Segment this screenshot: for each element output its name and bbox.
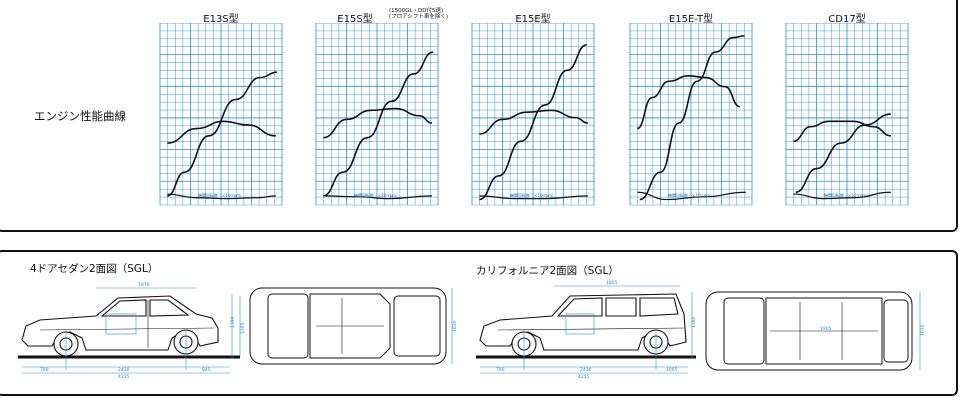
engine-chart-5-curvyPower-curve bbox=[795, 113, 891, 194]
wagon-overall-length: 4255 bbox=[578, 374, 590, 380]
sedan-wheelbase: 2430 bbox=[118, 367, 130, 373]
engine-chart-2-xaxis-label: 機関回転数（×10²rpm） bbox=[353, 193, 401, 198]
engine-chart-1-xaxis-label: 機関回転数（×10²rpm） bbox=[197, 193, 245, 198]
wagon-rear-overhang: 1065 bbox=[666, 367, 678, 373]
wagon-drawing-title: カリフォルニア2面図（SGL） bbox=[476, 265, 619, 277]
engine-chart-5-torque-curve bbox=[793, 120, 892, 143]
engine-chart-2-note-line: (フロアシフト車を除く) bbox=[389, 14, 449, 20]
engine-chart-2-curvyPower-curve bbox=[323, 51, 434, 197]
engine-chart-4-curvyPower-curve bbox=[639, 34, 745, 201]
engine-chart-5 bbox=[785, 23, 909, 206]
engine-chart-5-low-curve bbox=[793, 191, 891, 200]
engine-chart-4-torque-curve bbox=[636, 74, 741, 130]
sedan-top-view bbox=[249, 287, 447, 365]
wagon-width: 1630 bbox=[920, 324, 926, 336]
engine-chart-5-title: CD17型 bbox=[828, 14, 866, 25]
sedan-front-overhang: 780 bbox=[40, 367, 49, 373]
sedan-width: 1630 bbox=[452, 320, 458, 332]
engine-chart-2-title: E15S型 bbox=[337, 14, 373, 25]
wagon-dimension-lines bbox=[480, 285, 693, 374]
sedan-cabin-length: 1870 bbox=[138, 282, 150, 288]
engine-chart-3-xaxis-label: 機関回転数（×10²rpm） bbox=[509, 193, 557, 198]
engine-chart-3-title: E15E型 bbox=[515, 14, 551, 25]
sedan-rear-overhang: 845 bbox=[202, 367, 211, 373]
engine-chart-4 bbox=[629, 23, 753, 206]
engine-chart-1-torque-curve bbox=[167, 120, 276, 144]
engine-chart-1 bbox=[159, 23, 283, 206]
engine-chart-1-low-curve bbox=[167, 193, 276, 200]
engine-chart-3-low-curve bbox=[479, 195, 588, 200]
sedan-top-dims: 1630 1395 bbox=[239, 288, 458, 364]
engine-chart-1-title: E13S型 bbox=[203, 14, 239, 25]
wagon-height: 1380 bbox=[691, 316, 697, 328]
engine-chart-2 bbox=[315, 23, 439, 206]
sedan-height: 1390 bbox=[230, 316, 236, 328]
sedan-drawing-title: 4ドアセダン2面図（SGL） bbox=[30, 263, 159, 275]
engine-chart-3 bbox=[471, 23, 595, 206]
engine-chart-4-title: E15E-T型 bbox=[668, 14, 714, 25]
wagon-drawings: 780 2430 1065 4255 1805 1380 1630 1905 bbox=[476, 280, 926, 380]
engine-chart-1-curvyPower-curve bbox=[167, 71, 278, 197]
sedan-side-view bbox=[21, 295, 219, 357]
wagon-roof-length: 1805 bbox=[606, 280, 618, 286]
sedan-dimension-lines bbox=[22, 287, 233, 374]
engine-chart-4-low-curve bbox=[637, 191, 746, 201]
wagon-top-view bbox=[705, 291, 913, 371]
engine-chart-2-low-curve bbox=[323, 195, 432, 200]
engine-chart-5-xaxis-label: 機関回転数（×10²rpm） bbox=[823, 193, 871, 198]
sedan-drawings: 780 2430 845 4335 1870 1390 1630 1395 bbox=[18, 282, 458, 380]
engine-chart-2-note-line: (1500GL・DD付5速) bbox=[389, 8, 444, 14]
sedan-overall-length: 4335 bbox=[118, 374, 130, 380]
wagon-cabin-length: 1905 bbox=[820, 326, 832, 332]
two-view-drawing-panel bbox=[0, 250, 958, 396]
engine-chart-3-curvyPower-curve bbox=[479, 44, 587, 201]
sedan-tread: 1395 bbox=[240, 322, 246, 334]
wagon-top-dims: 1630 1905 bbox=[820, 292, 926, 370]
wagon-wheelbase: 2430 bbox=[580, 367, 592, 373]
engine-chart-4-xaxis-label: 機関回転数（×10²rpm） bbox=[667, 193, 715, 198]
engine-chart-2-torque-curve bbox=[323, 107, 433, 139]
wagon-side-view bbox=[479, 293, 687, 357]
engine-chart-2-note: (1500GL・DD付5速)(フロアシフト車を除く) bbox=[389, 8, 448, 20]
engine-chart-3-torque-curve bbox=[479, 109, 588, 135]
wagon-front-overhang: 780 bbox=[496, 367, 505, 373]
engine-performance-title: エンジン性能曲線 bbox=[34, 109, 126, 123]
